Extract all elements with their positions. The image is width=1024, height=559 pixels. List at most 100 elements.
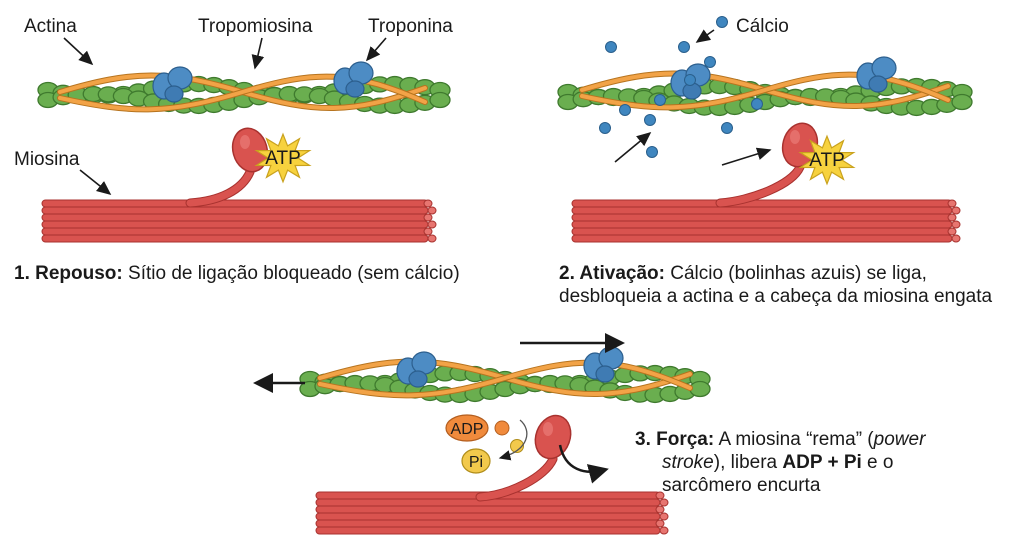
calcium-ion: [619, 104, 631, 116]
troponin-subunit: [868, 75, 888, 93]
myosin-rod: [315, 505, 661, 514]
step-2-text-line2: desbloqueia a actina e a cabeça da miosi…: [559, 286, 993, 307]
myosin-head: [475, 414, 572, 502]
myosin-rod: [41, 227, 429, 236]
calcium-ion: [654, 94, 666, 106]
pi-bubble: [461, 448, 491, 474]
troponin-subunit: [345, 80, 365, 98]
pi-molecule: Pi: [461, 439, 524, 474]
myosin-head: [185, 127, 269, 208]
arrow-myosin: [79, 169, 112, 195]
myosin-rod-end: [947, 213, 957, 222]
myosin-thick-filament: [315, 491, 669, 535]
myosin-rod-end: [427, 206, 437, 215]
step-3-text-f: e o: [861, 452, 894, 473]
caption-step-3: 3. Força: A miosina “rema” (power stroke…: [635, 428, 925, 497]
myosin-rod-end: [951, 234, 961, 243]
myosin-rod: [41, 234, 429, 243]
myosin-rod-end: [427, 234, 437, 243]
step-3-text-b: power: [873, 429, 926, 450]
calcium-ion: [721, 122, 733, 134]
myosin-rod: [571, 213, 953, 222]
pi-dot: [510, 439, 524, 453]
troponin-subunit: [408, 370, 428, 388]
adp-molecule: ADP: [445, 414, 510, 442]
label-troponin: Troponina: [368, 16, 453, 37]
calcium-ion: [704, 56, 716, 68]
myosin-rod-end: [951, 206, 961, 215]
arrow-troponin: [365, 37, 387, 62]
myosin-neck: [186, 168, 254, 207]
arrow-binding-site: [614, 131, 652, 163]
calcium-ion: [678, 41, 690, 53]
calcium-ion: [599, 122, 611, 134]
calcium-ion: [644, 114, 656, 126]
arrow-tropomyosin: [251, 37, 265, 70]
myosin-rod-end: [655, 491, 665, 500]
calcium-ion: [605, 41, 617, 53]
step-3-text-d: ), libera: [713, 452, 783, 473]
myosin-rod-end: [655, 519, 665, 528]
myosin-rod-end: [659, 526, 669, 535]
atp-star-shape: [798, 134, 856, 186]
atp-label: ATP: [809, 150, 845, 171]
tropomyosin-strand: [318, 360, 692, 398]
pi-label: Pi: [469, 454, 483, 471]
atp-star-shape: [254, 132, 312, 184]
step-1-text: Sítio de ligação bloqueado (sem cálcio): [128, 263, 460, 284]
myosin-rod-end: [423, 213, 433, 222]
myosin-head-body: [534, 414, 572, 460]
panel-activation: ATP Cálcio: [557, 16, 973, 243]
myosin-rod: [315, 512, 661, 521]
actin-bead: [429, 91, 451, 109]
atp-star: ATP: [254, 132, 312, 184]
myosin-rod: [571, 206, 953, 215]
troponin-complex: [856, 56, 897, 93]
myosin-rod: [41, 213, 429, 222]
myosin-rod-end: [951, 220, 961, 229]
myosin-rod: [315, 519, 661, 528]
tropomyosin-strand: [580, 72, 950, 110]
myosin-rod: [571, 220, 953, 229]
myosin-rod-end: [947, 227, 957, 236]
troponin-complex: [396, 351, 437, 388]
troponin-subunit: [595, 365, 615, 383]
adp-label: ADP: [451, 421, 484, 438]
panel-force: ADP Pi: [253, 333, 711, 535]
myosin-rod: [571, 199, 953, 208]
phosphate-dot: [494, 420, 510, 436]
arrow-calcium: [695, 29, 715, 43]
myosin-rod-end: [659, 512, 669, 521]
step-3-text-a: A miosina “rema” (: [718, 429, 874, 450]
step-2-title: 2. Ativação:: [559, 263, 665, 284]
label-myosin: Miosina: [14, 149, 80, 170]
myosin-rod-end: [655, 505, 665, 514]
step-1-title: 1. Repouso:: [14, 263, 123, 284]
step-3-text-c: stroke: [662, 452, 714, 473]
adp-bubble: [445, 414, 489, 442]
myosin-rod: [41, 206, 429, 215]
myosin-neck: [476, 455, 557, 501]
label-calcium: Cálcio: [736, 16, 789, 37]
caption-step-1: 1. Repouso: Sítio de ligação bloqueado (…: [14, 262, 460, 285]
myosin-rod: [41, 220, 429, 229]
myosin-rod-end: [423, 227, 433, 236]
troponin-complex: [333, 61, 374, 98]
myosin-rod-end: [423, 199, 433, 208]
myosin-head-highlight: [240, 135, 250, 149]
step-3-title: 3. Força:: [635, 429, 715, 450]
atp-star: ATP: [798, 134, 856, 186]
step-2-text-line1: Cálcio (bolinhas azuis) se liga,: [670, 263, 927, 284]
myosin-rod: [41, 199, 429, 208]
label-tropomyosin: Tropomiosina: [198, 16, 313, 37]
step-3-text-e: ADP + Pi: [782, 452, 862, 473]
step-3-text-g: sarcômero encurta: [662, 475, 821, 496]
actin-bead: [951, 93, 973, 111]
myosin-rod: [571, 234, 953, 243]
myosin-rod-end: [947, 199, 957, 208]
myosin-rod-end: [427, 220, 437, 229]
actin-bead: [689, 380, 711, 398]
myosin-thick-filament: [571, 199, 961, 243]
